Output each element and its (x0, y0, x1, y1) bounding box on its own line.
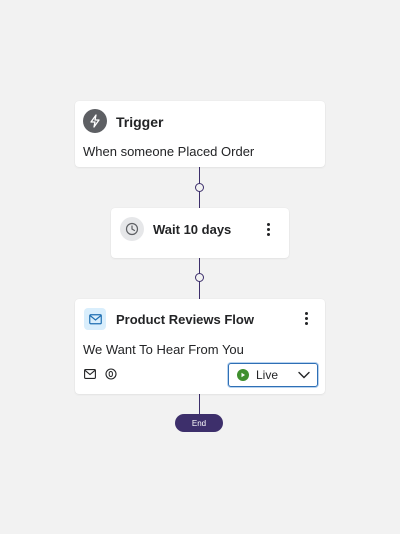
lightning-icon (83, 109, 107, 133)
kebab-menu-icon[interactable] (300, 309, 312, 327)
trigger-title: Trigger (116, 114, 164, 130)
end-node: End (175, 414, 223, 432)
kebab-menu-icon[interactable] (262, 220, 274, 238)
play-icon (237, 369, 249, 381)
email-icon (84, 308, 106, 330)
status-select[interactable]: Live (228, 363, 318, 387)
connector-node (195, 183, 204, 192)
connector-line (199, 394, 200, 415)
email-card[interactable]: Product Reviews Flow We Want To Hear Fro… (75, 299, 325, 394)
trigger-card[interactable]: Trigger When someone Placed Order (75, 101, 325, 167)
trigger-description: When someone Placed Order (83, 144, 255, 159)
connector-node (195, 273, 204, 282)
email-subject: We Want To Hear From You (83, 342, 244, 357)
chevron-down-icon (298, 371, 310, 379)
wait-card[interactable]: Wait 10 days (111, 208, 289, 258)
status-value: Live (256, 368, 279, 382)
clock-icon (120, 217, 144, 241)
email-title: Product Reviews Flow (116, 312, 254, 327)
at-sign-icon (104, 367, 118, 381)
envelope-icon (83, 367, 97, 381)
wait-title: Wait 10 days (153, 222, 232, 237)
